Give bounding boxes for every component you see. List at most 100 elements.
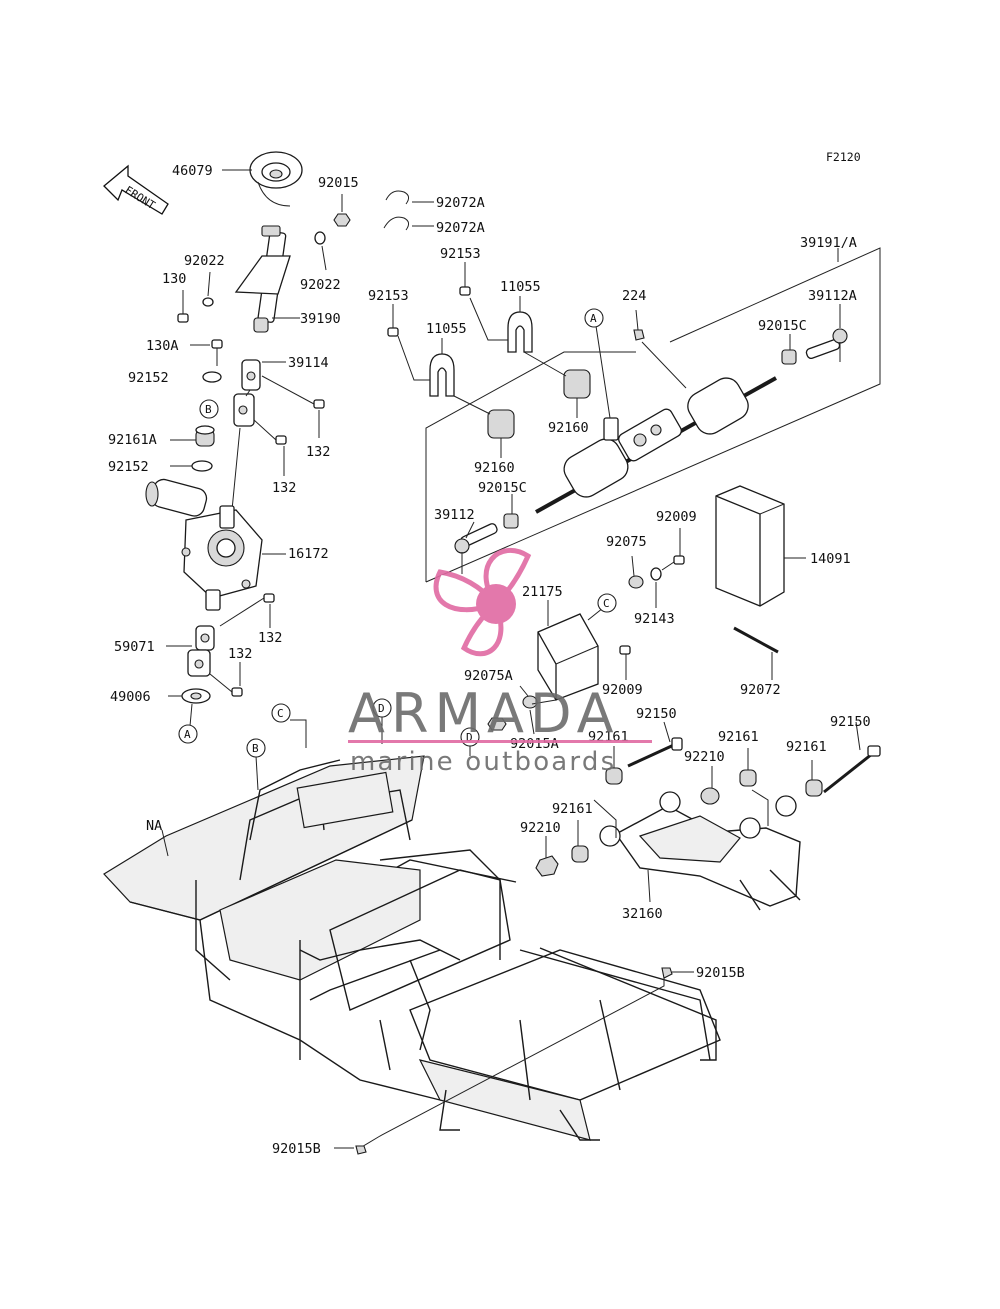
bolt-92009-b: [619, 645, 631, 680]
ref-circle-d-frame: D: [372, 698, 392, 718]
tie-rod-end-39112a: [805, 328, 848, 362]
bushing-92161-d: [571, 845, 589, 863]
washer-92143: [650, 567, 662, 581]
svg-text:C: C: [603, 597, 610, 610]
label-132-a: 132: [306, 444, 330, 460]
label-92072: 92072: [740, 682, 781, 698]
washer-92022-left: [202, 297, 214, 307]
steering-rack-group: [383, 190, 881, 583]
frame-label: NA: [146, 818, 162, 834]
label-32160: 32160: [622, 906, 663, 922]
label-39112a: 39112A: [808, 288, 857, 304]
bolt-92153-b: [387, 304, 399, 337]
label-16172: 16172: [288, 546, 329, 562]
label-92022-left: 92022: [184, 253, 225, 269]
svg-text:B: B: [252, 742, 259, 755]
nut-92015b-a: [661, 967, 673, 979]
label-39191a: 39191/A: [800, 235, 857, 251]
label-92152-top: 92152: [128, 370, 169, 386]
watermark: ARMADA marine outboards: [348, 548, 652, 777]
label-92150-b: 92150: [830, 714, 871, 730]
propeller-logo-icon: [433, 548, 532, 657]
washer-92022-right: [314, 231, 326, 245]
label-92015c-a: 92015C: [758, 318, 807, 334]
steering-rack: [535, 376, 777, 514]
bolt-130: [177, 290, 189, 323]
front-arrow-icon: FRONT: [103, 164, 169, 215]
bolt-92150-a: [627, 737, 683, 768]
tie-strap-92072: [733, 626, 779, 680]
grommet-92152-top: [202, 371, 222, 383]
label-39190: 39190: [300, 311, 341, 327]
watermark-brand: ARMADA: [348, 682, 620, 745]
bolt-132-a: [261, 375, 325, 409]
label-46079: 46079: [172, 163, 213, 179]
controller-group: [487, 485, 806, 735]
label-92161a: 92161A: [108, 432, 157, 448]
label-21175: 21175: [522, 584, 563, 600]
ref-circle-a-top: A: [584, 308, 604, 328]
label-92072a-1: 92072A: [436, 195, 485, 211]
bolt-130a: [211, 339, 223, 366]
label-224: 224: [622, 288, 646, 304]
label-49006: 49006: [110, 689, 151, 705]
bushing-92161-b: [739, 769, 757, 787]
label-92072a-2: 92072A: [436, 220, 485, 236]
label-92015: 92015: [318, 175, 359, 191]
label-59071: 59071: [114, 639, 155, 655]
steering-column: [234, 225, 291, 333]
bolt-92153-a: [459, 262, 471, 296]
steering-column-group: [145, 151, 351, 727]
label-92152-bottom: 92152: [108, 459, 149, 475]
tie-rod-end-39112: [454, 523, 498, 574]
grommet-92152-bottom: [191, 460, 213, 472]
universal-joint: [233, 359, 261, 427]
label-132-d: 132: [228, 646, 252, 662]
label-92075: 92075: [606, 534, 647, 550]
label-130: 130: [162, 271, 186, 287]
bushing-92161a: [195, 425, 215, 447]
label-39114: 39114: [288, 355, 329, 371]
nut-92015c-b: [503, 513, 519, 529]
cover-14091: [715, 485, 785, 607]
label-92160-a: 92160: [548, 420, 589, 436]
fitting-224: [633, 329, 645, 341]
clip-92072a-1: [385, 190, 410, 205]
label-92009-a: 92009: [656, 509, 697, 525]
clamp-11055-a: [507, 311, 533, 353]
label-92153-b: 92153: [368, 288, 409, 304]
clip-92072a-2: [383, 216, 410, 231]
watermark-tagline: marine outboards: [350, 747, 616, 777]
a-arm-32160: [599, 791, 801, 911]
svg-text:B: B: [205, 403, 212, 416]
ref-circle-c-frame: C: [271, 703, 291, 723]
label-11055-b: 11055: [426, 321, 467, 337]
svg-text:D: D: [378, 702, 385, 715]
label-14091: 14091: [810, 551, 851, 567]
label-92022-right: 92022: [300, 277, 341, 293]
watermark-rule: [348, 740, 652, 743]
clamp-11055-b: [429, 353, 455, 397]
label-92160-b: 92160: [474, 460, 515, 476]
label-92161-d: 92161: [552, 801, 593, 817]
label-92210-a: 92210: [684, 749, 725, 765]
label-92015c-b: 92015C: [478, 480, 527, 496]
label-132-c: 132: [258, 630, 282, 646]
ref-circle-a-bottom: A: [178, 724, 198, 744]
bolt-92009-a: [673, 528, 685, 565]
figure-code: F2120: [826, 150, 861, 164]
label-92161-b: 92161: [718, 729, 759, 745]
ref-circle-b-top: B: [199, 399, 219, 419]
svg-text:D: D: [466, 731, 473, 744]
part-number-labels: 46079 92015 92022 130 92022 39190 130A 3…: [108, 163, 871, 1157]
label-132-b: 132: [272, 480, 296, 496]
bolt-132-b: [253, 419, 287, 445]
power-steering-unit: [145, 478, 263, 611]
label-92210-b: 92210: [520, 820, 561, 836]
label-92015b-b: 92015B: [272, 1141, 321, 1157]
steering-boot: [249, 151, 303, 207]
svg-text:A: A: [590, 312, 597, 325]
label-130a: 130A: [146, 338, 179, 354]
bolt-132-c: [219, 593, 275, 627]
label-39112: 39112: [434, 507, 475, 523]
